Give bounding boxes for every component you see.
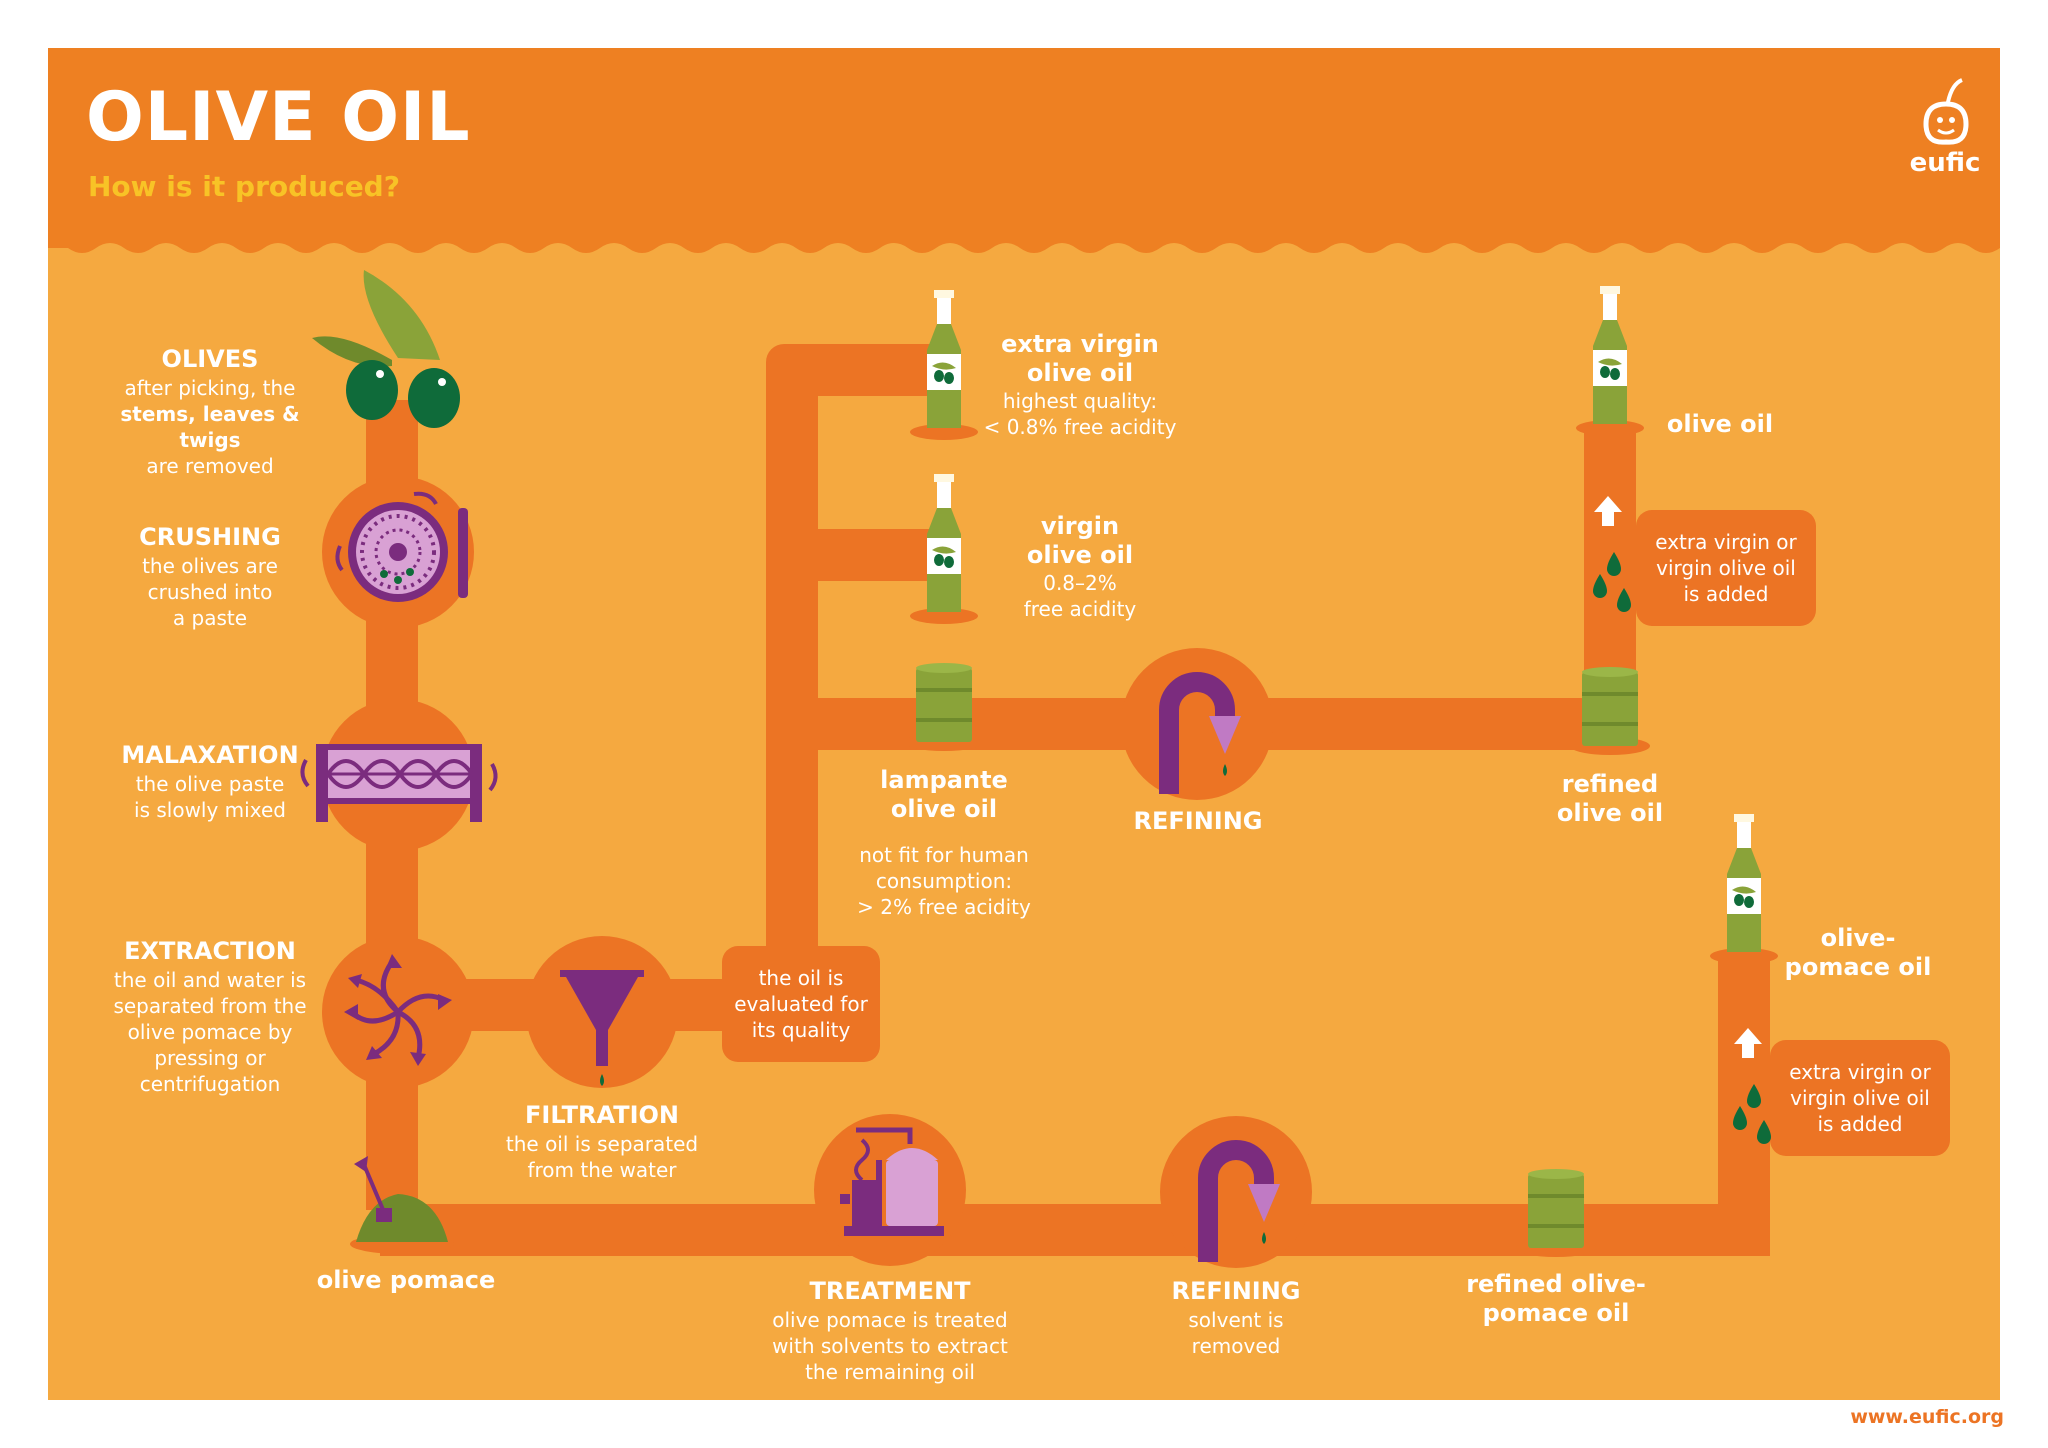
evaluation-box: the oil is evaluated for its quality [722,946,880,1062]
step-title: EXTRACTION [124,937,296,965]
label-title: pomace oil [1784,952,1932,981]
step-text: the oil is separated [505,1132,699,1157]
step-title: FILTRATION [525,1101,679,1129]
step-text: removed [1191,1334,1281,1359]
olive-icon [312,270,460,428]
refinery-icon [1121,648,1273,800]
step-text: olive pomace by [127,1020,293,1045]
footer-url[interactable]: www.eufic.org [1850,1406,2004,1428]
refined-pomace-label: refined olive- pomace oil [1436,1270,1676,1328]
step-text: after picking, the [124,376,296,401]
box-text: virgin olive oil [1656,556,1796,580]
step-text: the remaining oil [805,1360,975,1385]
step-crushing: CRUSHING the olives are crushed into a p… [100,522,320,631]
step-title: REFINING [1133,807,1263,835]
grade-title: lampante [880,766,1008,794]
step-title: OLIVES [161,345,259,373]
label-title: refined olive- [1466,1270,1646,1298]
label-title: pomace oil [1482,1298,1630,1327]
mixer-icon [300,699,498,851]
step-refining: REFINING [1098,806,1298,837]
step-filtration: FILTRATION the oil is separated from the… [482,1100,722,1183]
box-text: evaluated for [734,992,868,1016]
label-title: olive oil [1556,798,1664,827]
box-text: is added [1683,582,1769,606]
grade-title: olive oil [1026,358,1134,387]
page-title: OLIVE OIL [86,78,471,157]
step-title: REFINING [1171,1277,1301,1305]
brand-name: eufic [1909,148,1981,178]
eufic-logo [1923,78,1969,145]
label-title: olive pomace [316,1266,496,1294]
step-title: MALAXATION [121,741,299,769]
box-text: virgin olive oil [1790,1086,1930,1110]
added-box: extra virgin or virgin olive oil is adde… [1636,510,1816,626]
grade-title: virgin [1040,512,1120,540]
distiller-icon [814,1114,966,1266]
grade-text: free acidity [1023,596,1137,621]
added-box: extra virgin or virgin olive oil is adde… [1770,1040,1950,1156]
grade-text: highest quality: [1002,388,1158,413]
step-malaxation: MALAXATION the olive paste is slowly mix… [100,740,320,823]
box-text: is added [1817,1112,1903,1136]
step-text: solvent is [1188,1308,1284,1333]
grade-text: < 0.8% free acidity [983,414,1177,439]
box-text: extra virgin or [1655,530,1797,554]
grade-text: consumption: [875,868,1013,893]
step-text: crushed into [147,580,273,605]
olive-oil-label: olive oil [1660,410,1780,439]
step-title: TREATMENT [809,1277,971,1305]
lampante-barrel-icon [904,663,984,751]
step-text: stems, leaves & twigs [120,402,300,453]
step-olives: OLIVES after picking, the stems, leaves … [100,344,320,479]
refined-barrel-icon [1570,667,1650,755]
pomace-oil-label: olive- pomace oil [1768,924,1948,982]
grade-text: > 2% free acidity [857,894,1031,919]
funnel-icon [526,936,678,1088]
box-text: its quality [751,1018,851,1042]
grade-title: extra virgin [1001,330,1159,358]
grade-title: olive oil [1026,540,1134,569]
refinery-icon [1160,1116,1312,1268]
label-title: refined [1561,770,1659,798]
crusher-icon [322,476,474,628]
step-text: is slowly mixed [134,798,286,823]
olive-pomace-label: olive pomace [302,1266,510,1295]
step-text: from the water [527,1158,677,1183]
grade-text: 0.8–2% [1043,570,1117,595]
pomace-pile-icon [350,1156,454,1254]
step-refining-solvent: REFINING solvent is removed [1136,1276,1336,1359]
step-text: with solvents to extract [772,1334,1008,1359]
page-subtitle: How is it produced? [88,170,400,203]
step-title: CRUSHING [139,523,281,551]
grade-text: not fit for human [859,842,1029,867]
step-text: are removed [146,454,274,479]
label-title: olive oil [1666,410,1774,438]
step-text: centrifugation [139,1072,281,1097]
step-text: olive pomace is treated [772,1308,1008,1333]
box-text: the oil is [758,966,844,990]
centrifuge-icon [322,936,474,1088]
label-title: olive- [1820,924,1896,952]
step-text: pressing or [154,1046,266,1071]
grade-extra-virgin: extra virgin olive oil highest quality: … [970,330,1190,440]
grade-virgin: virgin olive oil 0.8–2% free acidity [970,512,1190,622]
step-text: separated from the [113,994,307,1019]
step-text: the oil and water is [113,968,307,993]
refined-pomace-barrel-icon [1516,1169,1596,1257]
refined-olive-oil-label: refined olive oil [1510,770,1710,828]
step-text: a paste [172,606,248,631]
grade-title: olive oil [890,794,998,823]
step-extraction: EXTRACTION the oil and water is separate… [90,936,330,1097]
step-text: the olive paste [135,772,285,797]
box-text: extra virgin or [1789,1060,1931,1084]
grade-lampante: lampante olive oil not fit for human con… [834,766,1054,920]
step-text: the olives are [142,554,278,579]
step-treatment: TREATMENT olive pomace is treated with s… [760,1276,1020,1385]
